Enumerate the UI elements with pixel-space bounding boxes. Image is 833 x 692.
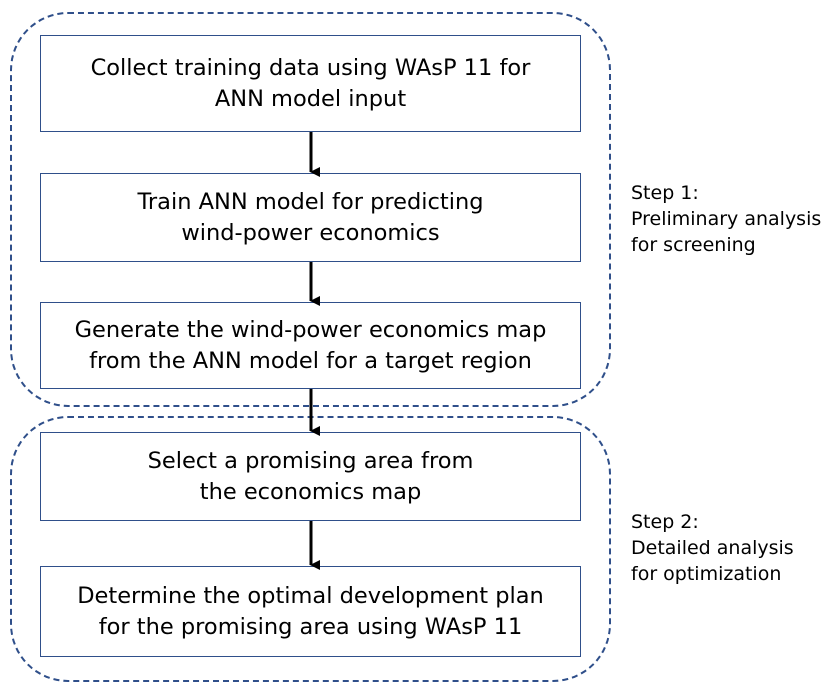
process-box-text-line: the economics map bbox=[199, 478, 422, 505]
process-box-text-line: for the promising area using WAsP 11 bbox=[98, 613, 523, 640]
process-box-determine-development-plan: Determine the optimal development plan f… bbox=[40, 566, 581, 657]
process-box-text-line: wind-power economics bbox=[181, 219, 440, 246]
step-label-line: Step 1: bbox=[631, 182, 699, 204]
process-box-text-line: Generate the wind-power economics map bbox=[74, 316, 547, 343]
step-2-label: Step 2: Detailed analysis for optimizati… bbox=[631, 509, 794, 587]
process-box-text-line: Collect training data using WAsP 11 for bbox=[90, 54, 531, 81]
process-box-text-line: Select a promising area from bbox=[147, 447, 474, 474]
step-1-label: Step 1: Preliminary analysis for screeni… bbox=[631, 180, 821, 258]
process-box-train-ann-model: Train ANN model for predicting wind-powe… bbox=[40, 173, 581, 262]
step-label-line: Step 2: bbox=[631, 511, 699, 533]
step-label-line: Detailed analysis bbox=[631, 537, 794, 559]
process-box-text-line: ANN model input bbox=[214, 85, 407, 112]
step-label-line: for screening bbox=[631, 234, 756, 256]
step-label-line: for optimization bbox=[631, 563, 782, 585]
process-box-text-line: from the ANN model for a target region bbox=[89, 347, 532, 374]
process-box-text-line: Train ANN model for predicting bbox=[137, 188, 484, 215]
process-box-select-promising-area: Select a promising area from the economi… bbox=[40, 432, 581, 521]
process-box-collect-training-data: Collect training data using WAsP 11 for … bbox=[40, 35, 581, 132]
step-label-line: Preliminary analysis bbox=[631, 208, 822, 230]
process-box-text-line: Determine the optimal development plan bbox=[77, 582, 544, 609]
process-box-generate-economics-map: Generate the wind-power economics map fr… bbox=[40, 302, 581, 389]
